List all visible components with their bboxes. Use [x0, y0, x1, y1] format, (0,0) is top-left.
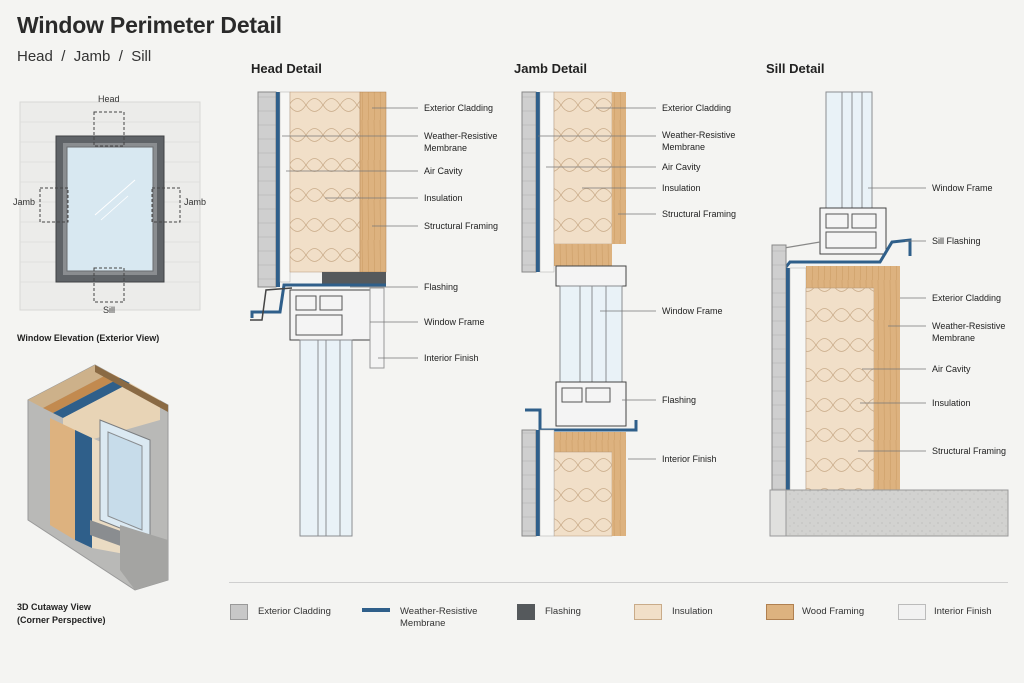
jamb-callout-membrane: Weather-Resistive Membrane [662, 130, 736, 152]
head-detail-drawing [250, 91, 387, 537]
cutaway-caption-line1: 3D Cutaway View [17, 602, 91, 612]
membrane-line [362, 608, 390, 612]
cutaway-3d [27, 364, 169, 591]
sill-callout-sill-flashing: Sill Flashing [932, 236, 981, 246]
jamb-callout-flashing: Flashing [662, 395, 697, 405]
window-elevation [19, 101, 201, 311]
finish-swatch [898, 604, 926, 620]
jamb-callout-exterior-cladding: Exterior Cladding [662, 103, 732, 113]
sill-detail-drawing [769, 91, 1009, 537]
legend-label: Insulation [672, 606, 713, 617]
insulation-swatch [634, 604, 662, 620]
elevation-label-jamb-right: Jamb [184, 197, 207, 207]
cladding-swatch [230, 604, 248, 620]
legend-label: Flashing [545, 606, 581, 617]
head-callout-exterior-cladding: Exterior Cladding [424, 103, 494, 113]
jamb-callout-structural-framing: Structural Framing [662, 209, 737, 219]
sill-callout-air-cavity: Air Cavity [932, 364, 971, 374]
legend-label: Interior Finish [934, 606, 992, 617]
head-callout-membrane: Weather-Resistive Membrane [424, 131, 498, 153]
sill-callout-membrane: Weather-Resistive Membrane [932, 321, 1006, 343]
jamb-callout-air-cavity: Air Cavity [662, 162, 701, 172]
cutaway-caption-line2: (Corner Perspective) [17, 615, 106, 625]
jamb-detail-drawing [521, 91, 638, 537]
sill-callout-window-frame: Window Frame [932, 183, 993, 193]
head-callout-window-frame: Window Frame [424, 317, 485, 327]
legend-label: Exterior Cladding [258, 606, 331, 617]
head-callout-interior-finish: Interior Finish [424, 353, 479, 363]
head-callout-structural-framing: Structural Framing [424, 221, 499, 231]
head-callout-insulation: Insulation [424, 193, 463, 203]
jamb-callout-insulation: Insulation [662, 183, 701, 193]
page-subtitle: Head / Jamb / Sill [17, 48, 152, 65]
elevation-label-sill: Sill [103, 305, 116, 315]
elevation-caption: Window Elevation (Exterior View) [17, 333, 160, 343]
jamb-detail-title: Jamb Detail [514, 61, 587, 76]
sill-detail-title: Sill Detail [766, 61, 825, 76]
elevation-label-head: Head [98, 94, 120, 104]
page-title: Window Perimeter Detail [17, 12, 282, 38]
legend-label: Weather-Resistive Membrane [400, 606, 478, 629]
wood-swatch [766, 604, 794, 620]
elevation-label-jamb-left: Jamb [13, 197, 36, 207]
jamb-callout-interior-finish: Interior Finish [662, 454, 717, 464]
sill-callout-structural-framing: Structural Framing [932, 446, 1007, 456]
leader-lines [282, 107, 926, 460]
sill-callout-insulation: Insulation [932, 398, 971, 408]
sill-callout-exterior-cladding: Exterior Cladding [932, 293, 1002, 303]
head-callout-air-cavity: Air Cavity [424, 166, 463, 176]
jamb-callout-window-frame: Window Frame [662, 306, 723, 316]
legend-label: Wood Framing [802, 606, 865, 617]
head-callout-flashing: Flashing [424, 282, 459, 292]
legend-divider [229, 582, 1008, 583]
flashing-swatch [517, 604, 535, 620]
head-detail-title: Head Detail [251, 61, 322, 76]
